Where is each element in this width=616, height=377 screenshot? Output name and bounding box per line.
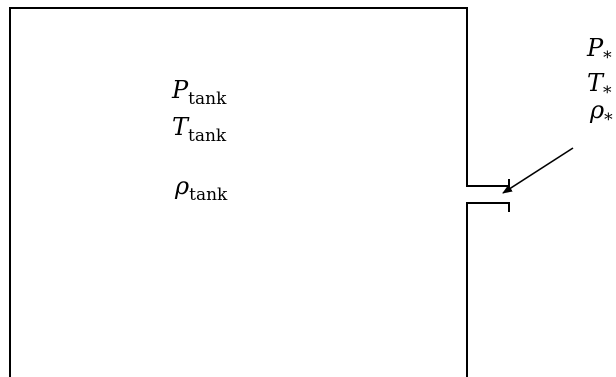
throat-pressure-label: P* <box>586 34 612 68</box>
tank-temperature-label: Ttank <box>172 113 227 146</box>
tank-wall-lower <box>466 202 510 377</box>
throat-temperature-label: T* <box>587 69 612 103</box>
tank-pressure-label: Ptank <box>171 76 227 109</box>
throat-arrow <box>502 147 574 194</box>
tank-density-label: ρtank <box>174 172 228 205</box>
throat-density-label: ρ* <box>589 96 613 130</box>
tank-wall-upper <box>9 7 510 377</box>
